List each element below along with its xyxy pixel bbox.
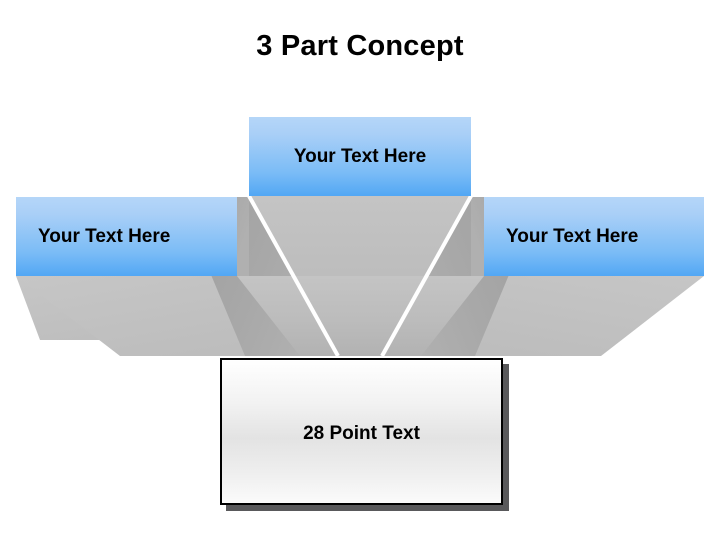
result-box-label: 28 Point Text	[303, 422, 420, 444]
funnel-divider-left	[247, 195, 340, 357]
concept-box-top[interactable]: Your Text Here	[249, 117, 471, 196]
concept-box-top-label: Your Text Here	[293, 145, 427, 167]
concept-box-left[interactable]: Your Text Here	[16, 197, 237, 276]
concept-box-left-label: Your Text Here	[38, 225, 171, 247]
page-title: 3 Part Concept	[256, 30, 464, 62]
funnel-lower-fill	[237, 276, 484, 356]
concept-box-right-label: Your Text Here	[506, 225, 639, 247]
concept-box-right[interactable]: Your Text Here	[484, 197, 704, 276]
result-box[interactable]: 28 Point Text	[220, 358, 503, 505]
funnel-divider-right	[380, 195, 473, 357]
